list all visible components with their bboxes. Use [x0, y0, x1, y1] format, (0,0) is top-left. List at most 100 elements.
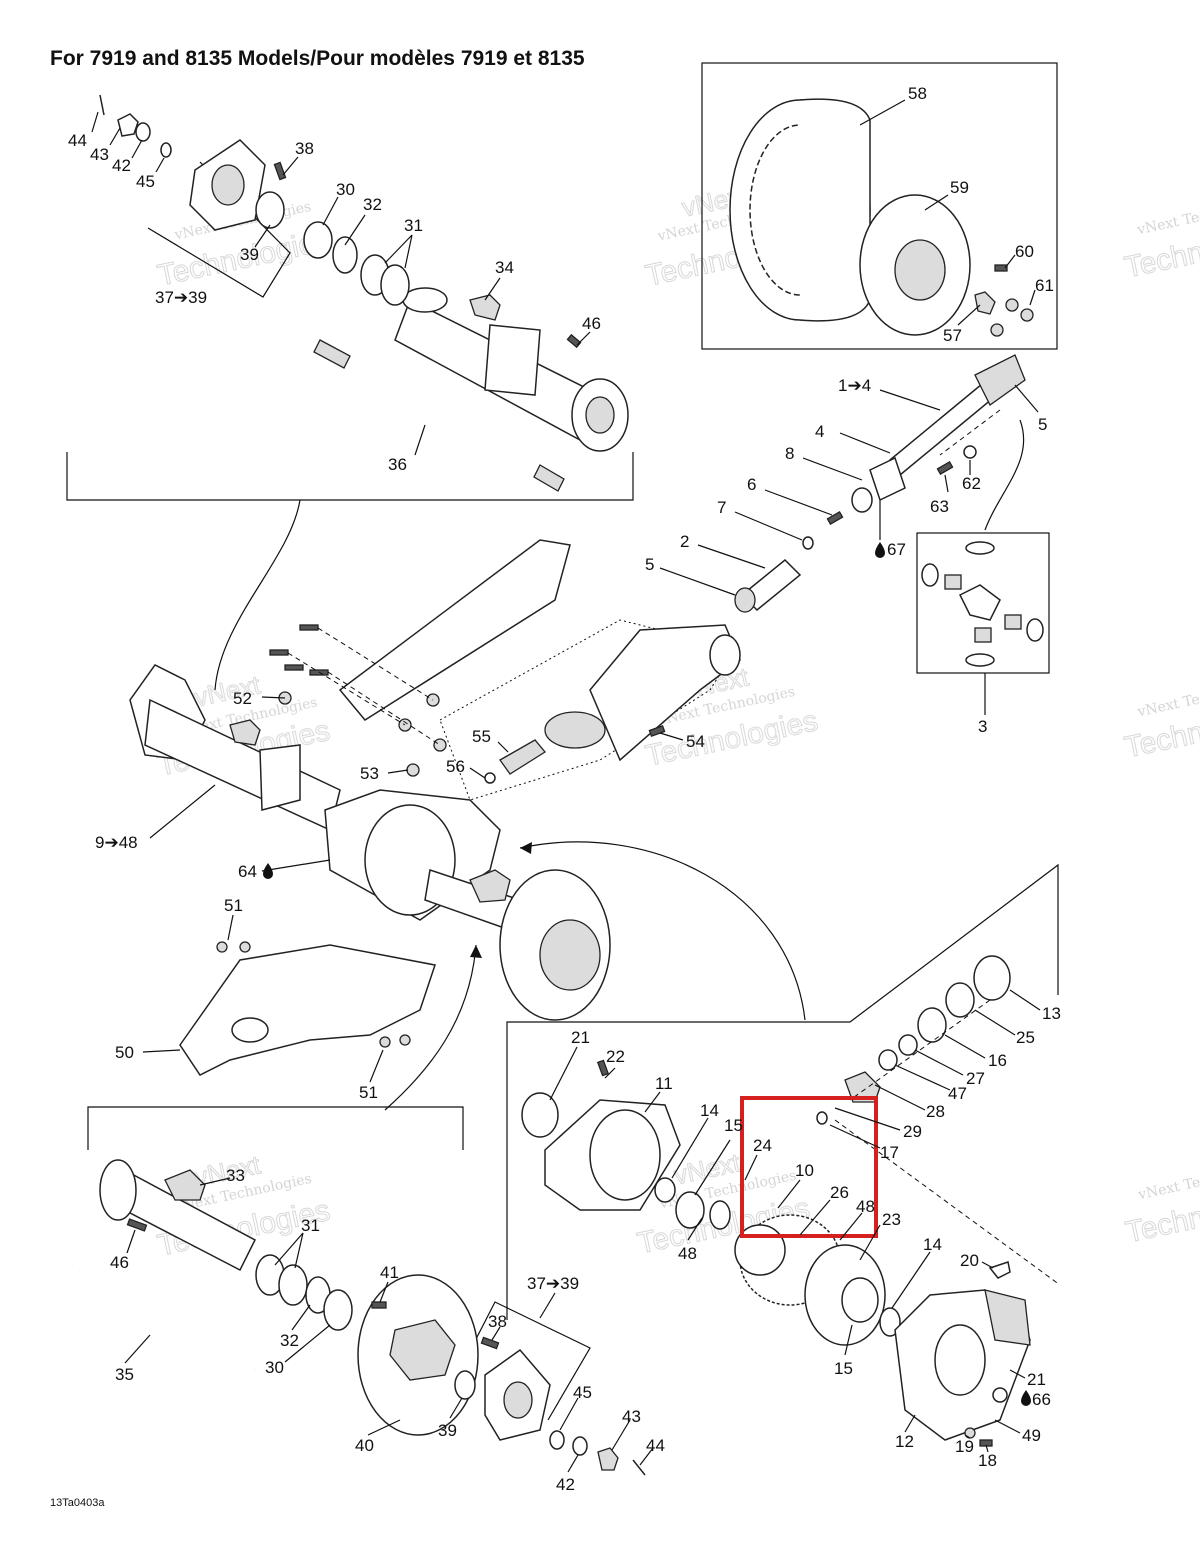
drop-icon: [875, 542, 885, 558]
tire-tread: [799, 98, 871, 322]
callout-50: 50: [115, 1043, 134, 1062]
spring: [499, 739, 546, 775]
spline-end: [533, 464, 565, 492]
callout-7: 7: [717, 498, 726, 517]
drive-shaft: [734, 354, 1026, 613]
ujoint-frame: [916, 532, 1050, 674]
cap: [965, 541, 995, 555]
callout-46: 46: [110, 1253, 129, 1272]
callout-42: 42: [556, 1475, 575, 1494]
bolt: [994, 264, 1008, 272]
cap: [921, 563, 939, 587]
callout-62: 62: [962, 474, 981, 493]
bearing: [917, 1007, 947, 1043]
plate: [259, 744, 301, 811]
callout-60: 60: [1015, 242, 1034, 261]
arrowhead: [470, 945, 482, 958]
callout-5: 5: [1038, 415, 1047, 434]
cap: [1026, 618, 1044, 642]
watermark-text: vNext Technologies: [1136, 1159, 1200, 1204]
callout-51: 51: [224, 896, 243, 915]
plug: [992, 1387, 1008, 1403]
drop-icon: [1021, 1390, 1031, 1406]
drop-icons: [263, 542, 1031, 1406]
callout-64: 64: [238, 862, 257, 881]
nut: [597, 1447, 619, 1471]
callout-44: 44: [646, 1436, 665, 1455]
callout-36: 36: [388, 455, 407, 474]
callout-54: 54: [686, 732, 705, 751]
seal: [255, 191, 285, 229]
callout-16: 16: [988, 1051, 1007, 1070]
callout-1-4: 1➔4: [838, 376, 871, 395]
bolt: [126, 1218, 148, 1232]
differential-frame: [506, 863, 1059, 1320]
callout-38: 38: [488, 1312, 507, 1331]
bolt: [826, 511, 844, 525]
callout-32: 32: [363, 195, 382, 214]
clip: [160, 142, 172, 158]
clip: [549, 1430, 565, 1450]
watermark-text: vNext: [192, 669, 264, 712]
callout-45: 45: [573, 1383, 592, 1402]
callout-3: 3: [978, 717, 987, 736]
washer: [572, 1436, 588, 1456]
connector-curve: [214, 499, 301, 691]
bushing: [709, 634, 741, 676]
connection-lines: [214, 419, 1025, 1111]
callout-5: 5: [645, 555, 654, 574]
bolt: [273, 161, 287, 181]
highlight-box: [740, 1096, 878, 1238]
callout-29: 29: [903, 1122, 922, 1141]
callout-14: 14: [700, 1101, 719, 1120]
axle-housing: [129, 664, 611, 1021]
cross: [958, 584, 1001, 621]
callout-42: 42: [112, 156, 131, 175]
callout-9-48: 9➔48: [95, 833, 138, 852]
arm-upper: [338, 539, 571, 721]
callout-43: 43: [90, 145, 109, 164]
callout-18: 18: [978, 1451, 997, 1470]
ujoint-kit: [921, 541, 1044, 667]
callout-49: 49: [1022, 1426, 1041, 1445]
fitting: [484, 772, 496, 784]
callout-28: 28: [926, 1102, 945, 1121]
upper-axle-assembly: [303, 221, 629, 492]
callout-37-39: 37➔39: [527, 1274, 579, 1293]
swing-arm: [269, 539, 741, 801]
callout-20: 20: [960, 1251, 979, 1270]
washer: [802, 536, 814, 550]
nut: [990, 323, 1004, 337]
cotter-pin: [99, 94, 105, 116]
callout-2: 2: [680, 532, 689, 551]
mount: [544, 711, 606, 749]
washer: [816, 1111, 828, 1125]
mounting-plate: [484, 324, 541, 396]
ring: [709, 1200, 731, 1230]
callout-11: 11: [655, 1074, 673, 1093]
callout-67: 67: [887, 540, 906, 559]
washer: [454, 1370, 476, 1400]
clamp: [469, 294, 501, 321]
callout-14: 14: [923, 1235, 942, 1254]
callout-39: 39: [438, 1421, 457, 1440]
bearing: [841, 1277, 879, 1323]
bearing: [278, 1264, 308, 1306]
callout-13: 13: [1042, 1004, 1061, 1023]
clamp: [164, 1169, 206, 1201]
callout-34: 34: [495, 258, 514, 277]
callout-4: 4: [815, 422, 824, 441]
watermark-text: vNext Technologies: [1135, 194, 1200, 239]
cap: [965, 653, 995, 667]
callout-19: 19: [955, 1437, 974, 1456]
callout-30: 30: [265, 1358, 284, 1377]
drop-icon: [263, 863, 273, 879]
callout-44: 44: [68, 131, 87, 150]
nut: [945, 982, 975, 1018]
yoke: [974, 354, 1026, 406]
callout-25: 25: [1016, 1028, 1035, 1047]
callout-24: 24: [753, 1136, 772, 1155]
nut: [1005, 298, 1019, 312]
cotter-pin: [632, 1459, 646, 1476]
